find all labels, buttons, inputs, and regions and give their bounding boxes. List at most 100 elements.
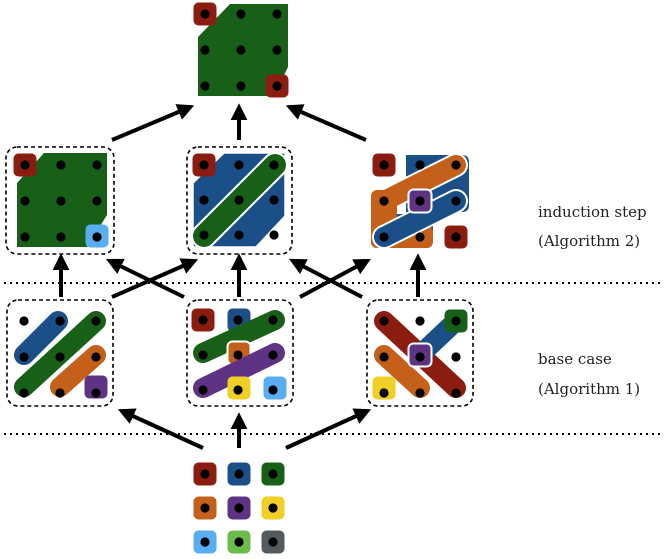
node-dot (451, 160, 461, 170)
node-dot (234, 537, 244, 547)
node-dot (198, 385, 208, 395)
node-dot (233, 385, 243, 395)
node-dot (20, 232, 30, 242)
orange-pair (374, 345, 430, 398)
base-case-middle (186, 299, 294, 407)
purple-singleton (84, 375, 108, 399)
node-dot (199, 230, 209, 240)
node-dot (451, 196, 461, 206)
node-dot (415, 388, 425, 398)
node-dot (91, 316, 101, 326)
node-dot (451, 352, 461, 362)
node-dot (199, 160, 209, 170)
node-dot (451, 232, 461, 242)
node-dot (234, 160, 244, 170)
node-dot (233, 350, 243, 360)
node-dot (92, 232, 102, 242)
hierarchy-arrow (289, 258, 363, 299)
group-dashed-border (5, 146, 115, 255)
node-dot (55, 316, 65, 326)
hierarchy-arrow (111, 104, 195, 142)
node-dot (269, 230, 279, 240)
node-dot (268, 503, 278, 513)
node-dot (272, 9, 282, 19)
purple-triple (193, 343, 285, 398)
hierarchy-arrow (105, 258, 185, 299)
node-dot (415, 232, 425, 242)
node-dot (200, 9, 210, 19)
node-dot (379, 160, 389, 170)
node-dot (269, 160, 279, 170)
hierarchy-arrow (117, 408, 204, 450)
singleton-partition (193, 462, 285, 554)
node-dot (451, 388, 461, 398)
node-dot (234, 503, 244, 513)
node-dot (268, 537, 278, 547)
node-dot (415, 196, 425, 206)
group-dashed-border (186, 146, 293, 255)
node-dot (236, 9, 246, 19)
group-dashed-border (6, 299, 114, 407)
node-dot (92, 196, 102, 206)
blue-bridge (374, 191, 466, 247)
hierarchy-arrow (285, 408, 372, 450)
node-dot (198, 315, 208, 325)
node-dot (198, 350, 208, 360)
node-dot (379, 352, 389, 362)
node-dot (200, 45, 210, 55)
node-dot (55, 388, 65, 398)
node-dot (234, 195, 244, 205)
node-dot (236, 45, 246, 55)
base-case-left (6, 299, 114, 407)
node-dot (55, 352, 65, 362)
group-dashed-border (186, 299, 294, 407)
node-dot (272, 81, 282, 91)
node-dot (199, 195, 209, 205)
yellow-singleton (372, 376, 396, 400)
node-dot (269, 195, 279, 205)
node-dot (268, 350, 278, 360)
node-dot (268, 385, 278, 395)
induction-right (371, 153, 469, 249)
node-dot (200, 537, 210, 547)
node-dot (415, 316, 425, 326)
node-dot (236, 81, 246, 91)
node-dot (19, 388, 29, 398)
group-dashed-border (366, 299, 474, 407)
node-dot (379, 196, 389, 206)
base-case-label: base case (538, 350, 612, 368)
node-dot (415, 160, 425, 170)
node-dot (200, 81, 210, 91)
node-dot (234, 230, 244, 240)
algorithm-2-label: (Algorithm 2) (538, 232, 641, 250)
node-dot (200, 503, 210, 513)
node-dot (20, 196, 30, 206)
induction-left (5, 146, 115, 255)
node-dot (91, 388, 101, 398)
node-dot (234, 469, 244, 479)
node-dot (19, 352, 29, 362)
node-dot (19, 316, 29, 326)
node-dot (56, 232, 66, 242)
green-triple (193, 310, 285, 363)
node-dot (415, 352, 425, 362)
orange-pair (50, 345, 106, 397)
induction-middle (186, 146, 293, 255)
node-dot (379, 232, 389, 242)
node-dot (379, 316, 389, 326)
base-case-right (366, 299, 474, 407)
node-dot (200, 469, 210, 479)
node-dot (56, 160, 66, 170)
blue-pair (14, 311, 68, 365)
node-dot (91, 352, 101, 362)
node-dot (20, 160, 30, 170)
node-dot (379, 388, 389, 398)
node-dot (92, 160, 102, 170)
induction-step-label: induction step (538, 203, 647, 221)
node-dot (268, 469, 278, 479)
algorithm-1-label: (Algorithm 1) (538, 380, 641, 398)
node-dot (451, 316, 461, 326)
node-dot (268, 315, 278, 325)
hierarchy-arrow (285, 104, 367, 142)
